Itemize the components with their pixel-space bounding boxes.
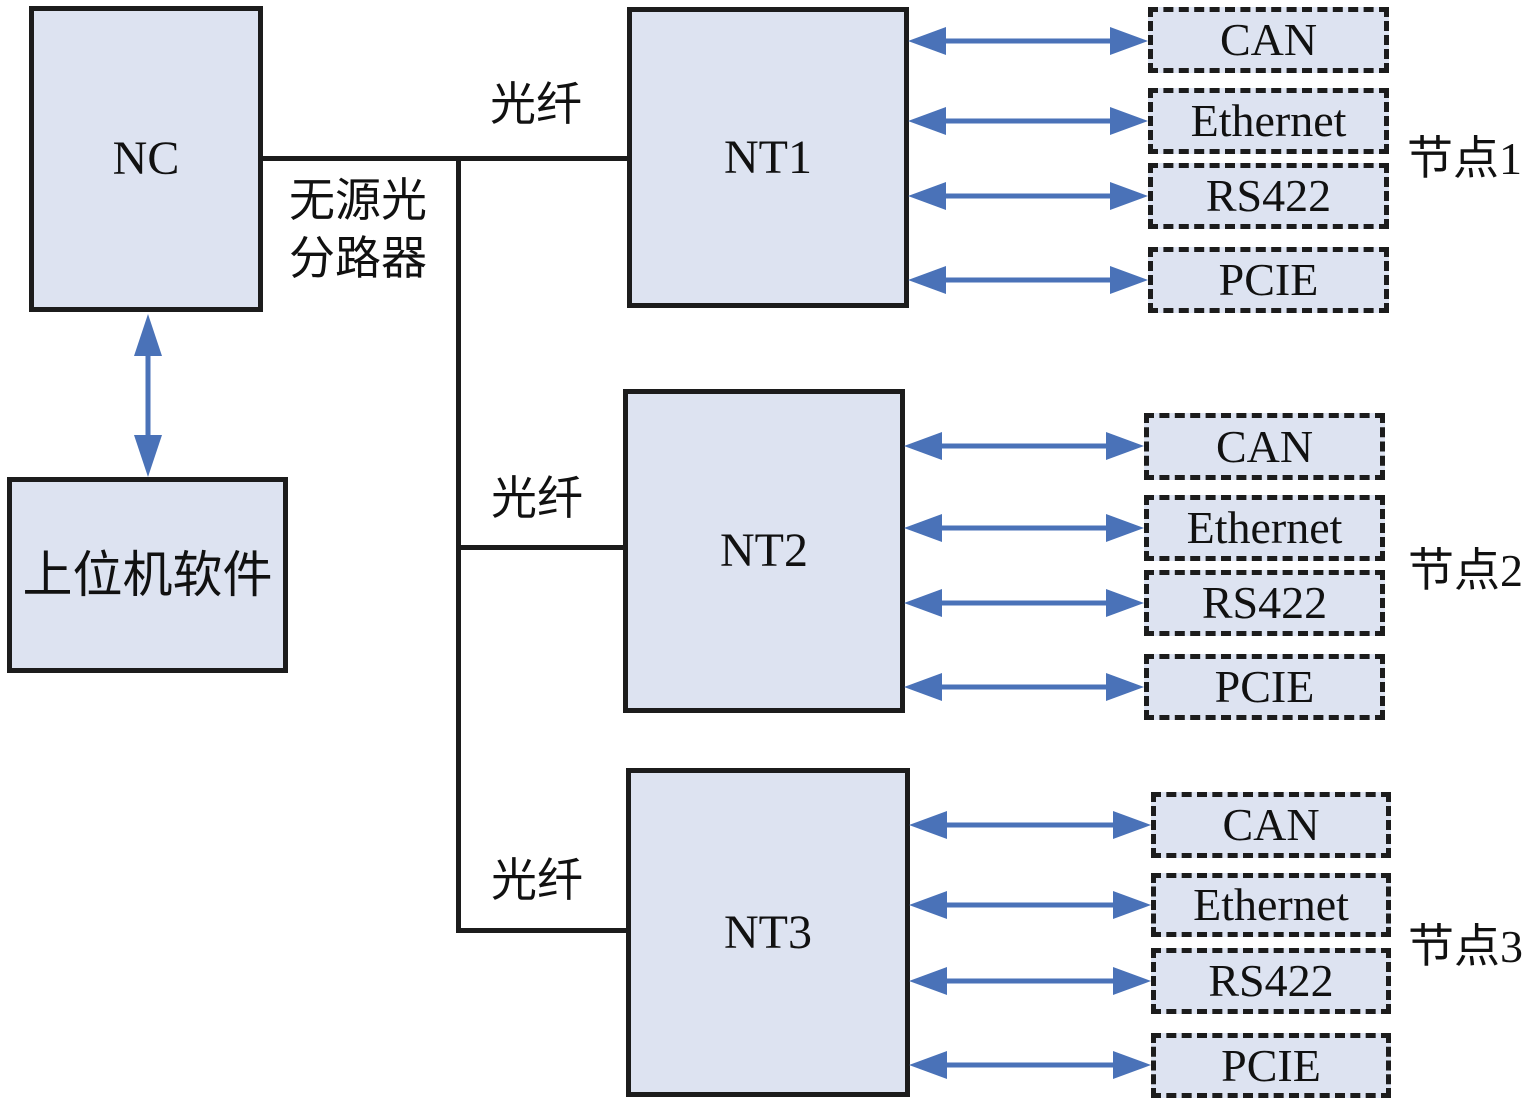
node1-ethernet-label: Ethernet — [1190, 95, 1347, 146]
arrow-head-up-icon — [134, 314, 162, 356]
arrow-head-left-icon — [904, 589, 942, 617]
node2-rs422-box: RS422 — [1144, 570, 1385, 636]
node3-pcie-box: PCIE — [1151, 1033, 1391, 1098]
nt1-pcie-arrow — [908, 266, 1148, 294]
arrow-head-left-icon — [908, 182, 946, 210]
node3-can-label: CAN — [1222, 799, 1320, 850]
nt2-pcie-arrow — [904, 673, 1144, 701]
arrow-shaft — [942, 902, 1118, 908]
arrow-shaft — [942, 1062, 1118, 1068]
arrow-head-left-icon — [909, 967, 947, 995]
arrow-head-left-icon — [908, 266, 946, 294]
arrow-head-right-icon — [1113, 891, 1151, 919]
arrow-shaft — [941, 38, 1115, 44]
nt3-ethernet-arrow — [909, 891, 1151, 919]
arrow-head-right-icon — [1106, 673, 1144, 701]
arrow-head-right-icon — [1113, 811, 1151, 839]
nt1-label: NT1 — [724, 130, 812, 184]
arrow-head-right-icon — [1110, 182, 1148, 210]
nt2-label: NT2 — [720, 524, 808, 577]
nt2-rs422-arrow — [904, 589, 1144, 617]
arrow-head-right-icon — [1106, 432, 1144, 460]
arrow-shaft — [937, 684, 1111, 690]
node3-label: 节点3 — [1408, 921, 1523, 972]
splitter-label-line1: 无源光 — [289, 175, 427, 226]
fiber-label-1: 光纤 — [490, 79, 582, 130]
arrow-head-left-icon — [904, 673, 942, 701]
nt2-ethernet-arrow — [904, 514, 1144, 542]
node1-rs422-label: RS422 — [1205, 170, 1332, 221]
node1-ethernet-box: Ethernet — [1148, 88, 1389, 154]
host-software-box: 上位机软件 — [7, 477, 288, 673]
nt3-label: NT3 — [724, 905, 812, 959]
arrow-shaft — [937, 443, 1111, 449]
arrow-head-right-icon — [1110, 107, 1148, 135]
nt2-box: NT2 — [623, 389, 905, 713]
node2-can-label: CAN — [1215, 420, 1314, 472]
fiber-label-2: 光纤 — [491, 473, 583, 524]
arrow-head-left-icon — [904, 432, 942, 460]
nt1-can-arrow — [908, 27, 1148, 55]
arrow-head-left-icon — [908, 27, 946, 55]
nt1-box: NT1 — [627, 7, 909, 308]
node1-can-label: CAN — [1219, 14, 1318, 65]
arrow-head-right-icon — [1113, 967, 1151, 995]
node1-rs422-box: RS422 — [1148, 163, 1389, 229]
arrow-head-left-icon — [908, 107, 946, 135]
arrow-shaft — [942, 978, 1118, 984]
node3-ethernet-label: Ethernet — [1193, 879, 1349, 930]
node2-ethernet-label: Ethernet — [1186, 502, 1343, 553]
arrow-shaft — [937, 525, 1111, 531]
node1-pcie-box: PCIE — [1148, 247, 1389, 313]
fiber-label-3: 光纤 — [491, 855, 583, 906]
arrow-shaft — [941, 193, 1115, 199]
arrow-head-right-icon — [1106, 589, 1144, 617]
nt3-pcie-arrow — [909, 1051, 1151, 1079]
nt3-branch-line — [456, 928, 629, 933]
host-software-label: 上位机软件 — [22, 547, 273, 603]
node3-ethernet-box: Ethernet — [1151, 873, 1391, 937]
arrow-head-right-icon — [1110, 27, 1148, 55]
nt2-branch-line — [456, 545, 626, 550]
node2-label: 节点2 — [1408, 545, 1523, 596]
nt3-box: NT3 — [626, 768, 910, 1097]
node2-pcie-label: PCIE — [1214, 661, 1315, 712]
nt3-can-arrow — [909, 811, 1151, 839]
node1-pcie-label: PCIE — [1218, 254, 1319, 305]
nc-to-nt1-line — [263, 156, 629, 161]
splitter-vertical-line — [456, 156, 461, 933]
node3-can-box: CAN — [1151, 792, 1391, 858]
arrow-head-left-icon — [909, 1051, 947, 1079]
arrow-shaft — [941, 277, 1115, 283]
passive-optical-splitter-label: 无源光 分路器 — [289, 172, 427, 288]
arrow-head-left-icon — [909, 891, 947, 919]
node1-label: 节点1 — [1407, 133, 1522, 184]
nc-host-arrow — [134, 314, 162, 477]
arrow-shaft — [942, 822, 1118, 828]
node2-ethernet-box: Ethernet — [1144, 495, 1385, 561]
node1-can-box: CAN — [1148, 7, 1389, 73]
node3-pcie-label: PCIE — [1221, 1039, 1321, 1091]
arrow-shaft — [145, 350, 151, 441]
arrow-head-down-icon — [134, 435, 162, 477]
node3-rs422-box: RS422 — [1151, 948, 1391, 1014]
arrow-head-left-icon — [904, 514, 942, 542]
arrow-head-right-icon — [1113, 1051, 1151, 1079]
nt1-rs422-arrow — [908, 182, 1148, 210]
node2-pcie-box: PCIE — [1144, 654, 1385, 720]
arrow-head-right-icon — [1106, 514, 1144, 542]
arrow-shaft — [937, 600, 1111, 606]
nt1-ethernet-arrow — [908, 107, 1148, 135]
node2-rs422-label: RS422 — [1201, 577, 1328, 628]
arrow-head-right-icon — [1110, 266, 1148, 294]
nt2-can-arrow — [904, 432, 1144, 460]
arrow-shaft — [941, 118, 1115, 124]
arrow-head-left-icon — [909, 811, 947, 839]
node3-rs422-label: RS422 — [1208, 955, 1334, 1006]
node2-can-box: CAN — [1144, 413, 1385, 480]
nc-label: NC — [112, 132, 180, 185]
splitter-label-line2: 分路器 — [289, 232, 427, 284]
nt3-rs422-arrow — [909, 967, 1151, 995]
nc-box: NC — [29, 6, 263, 312]
